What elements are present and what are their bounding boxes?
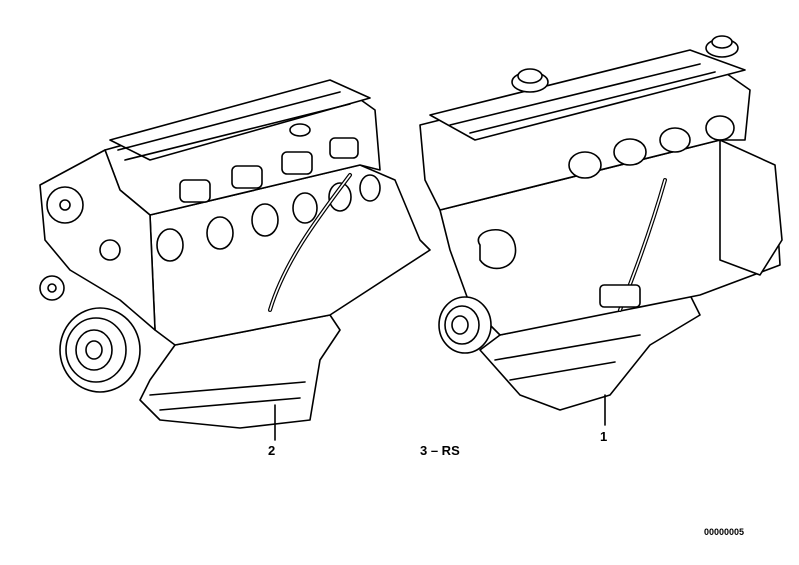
right-crank-pulley <box>438 296 492 354</box>
callout-part-2: 2 <box>268 443 276 458</box>
right-breather-cap <box>705 35 739 58</box>
left-crank-pulley <box>59 307 141 393</box>
left-valve-cover <box>109 79 371 161</box>
callout-part-1: 1 <box>600 429 608 444</box>
left-manifold-flanges <box>179 137 359 203</box>
engine-right-illustration <box>419 35 783 426</box>
engine-left-illustration <box>39 79 431 441</box>
callout-part-3: 3 – RS <box>420 443 460 458</box>
right-bellhousing <box>719 139 783 276</box>
left-intake-ports <box>156 174 381 262</box>
catalog-number: 00000005 <box>704 527 745 537</box>
left-engine-block <box>149 164 431 346</box>
right-exhaust-ports <box>568 115 735 179</box>
right-oil-filler-cap <box>511 68 549 93</box>
